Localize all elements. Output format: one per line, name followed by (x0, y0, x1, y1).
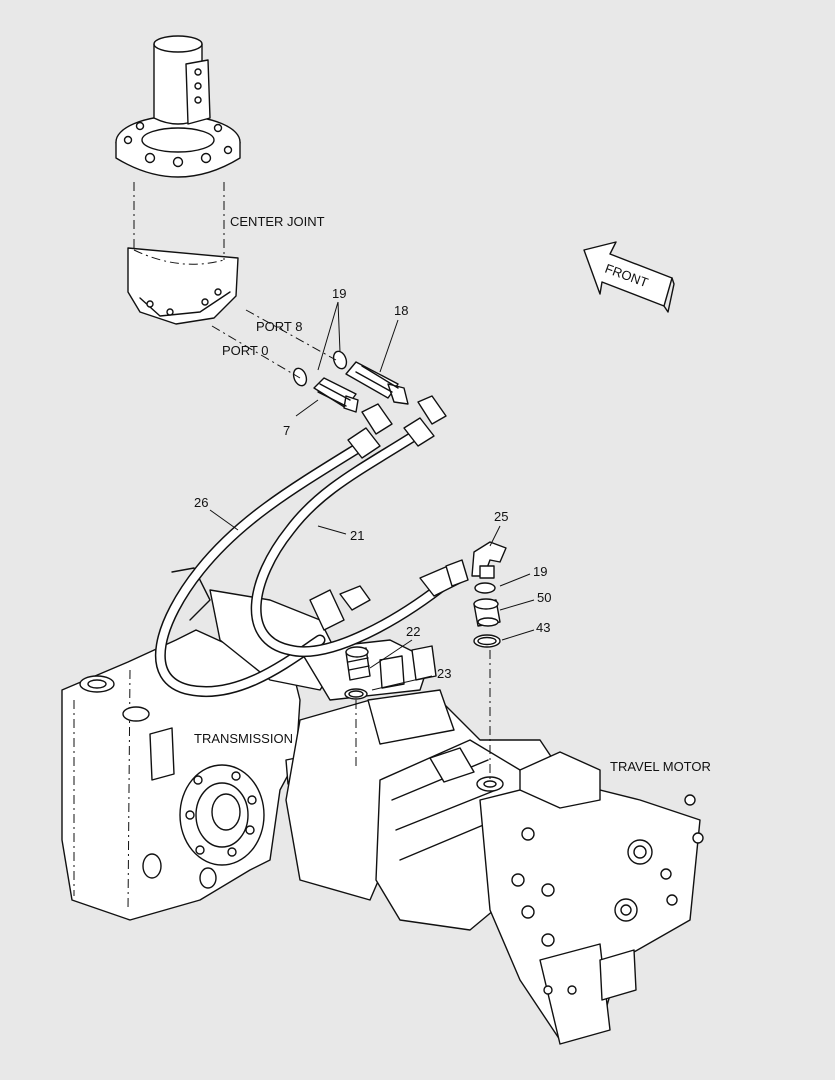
text-labels: CENTER JOINT PORT 8 PORT 0 TRANSMISSION … (194, 214, 711, 774)
fitting-50 (473, 598, 501, 627)
hose-26 (154, 442, 364, 697)
callout-50: 50 (537, 590, 551, 605)
hose-21 (250, 430, 456, 657)
callout-19-lower: 19 (533, 564, 547, 579)
center-joint-label: CENTER JOINT (230, 214, 325, 229)
o-ring-43 (473, 634, 501, 648)
o-ring-19-lower (474, 582, 496, 594)
hose-end-fittings (309, 395, 469, 631)
o-ring-23 (344, 688, 368, 700)
callout-21: 21 (350, 528, 364, 543)
callout-18: 18 (394, 303, 408, 318)
travel-motor-label: TRAVEL MOTOR (610, 759, 711, 774)
leader-lines (209, 301, 535, 780)
callout-25: 25 (494, 509, 508, 524)
callout-23: 23 (437, 666, 451, 681)
travel-motor (285, 699, 704, 1045)
center-joint (115, 35, 241, 325)
callout-19-upper: 19 (332, 286, 346, 301)
callout-22: 22 (406, 624, 420, 639)
callout-numbers: 19 18 7 26 21 25 19 50 43 22 23 (194, 286, 551, 681)
fitting-22 (345, 646, 371, 681)
callout-26: 26 (194, 495, 208, 510)
fitting-18 (345, 361, 409, 405)
fitting-7 (313, 377, 359, 413)
callout-43: 43 (536, 620, 550, 635)
fitting-25 (471, 541, 507, 579)
o-ring-19-upper (292, 350, 348, 387)
transmission-label: TRANSMISSION (194, 731, 293, 746)
callout-7: 7 (283, 423, 290, 438)
port-8-label: PORT 8 (256, 319, 302, 334)
port-0-label: PORT 0 (222, 343, 268, 358)
